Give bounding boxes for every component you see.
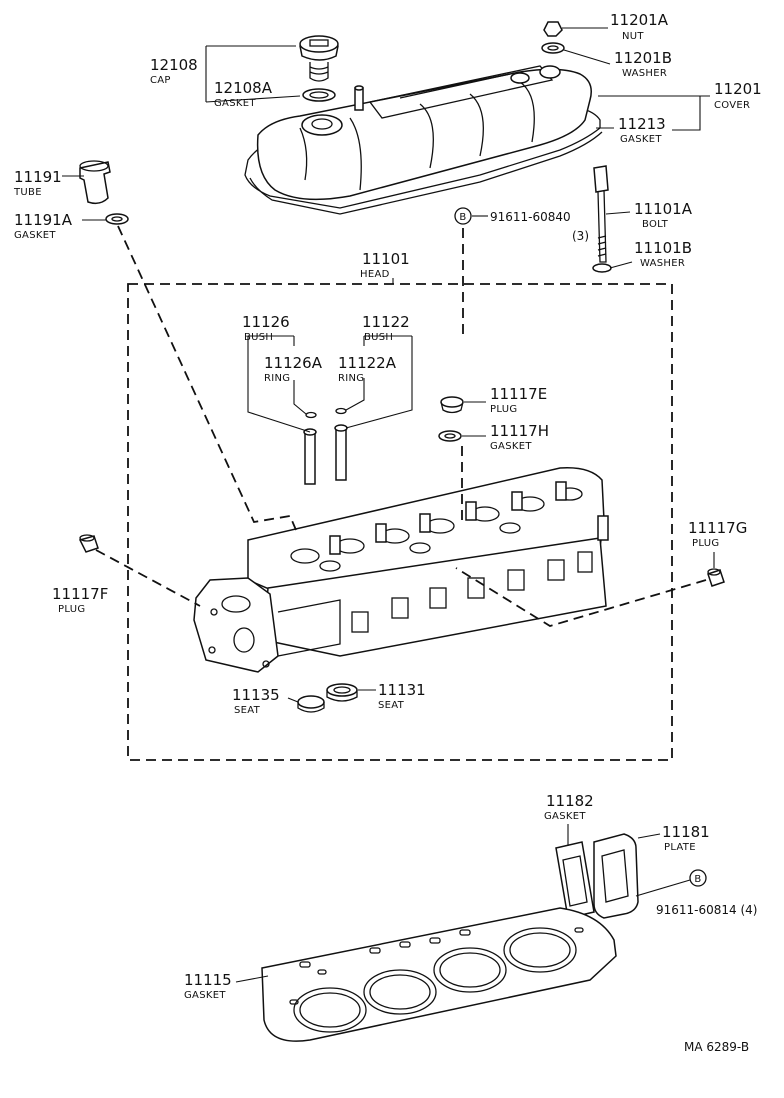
part-label-gasket-12108A: GASKET [214,98,256,109]
part-number-11117H: 11117H [490,422,549,440]
part-number-11117G: 11117G [688,519,747,537]
part-label-bush-11126: BUSH [244,332,273,343]
head-boundary-box [127,278,673,761]
callout-b-upper: B [454,207,472,225]
part-number-11101: 11101 [362,250,410,268]
head-gasket-11115-drawing [261,907,617,1042]
part-number-11191: 11191 [14,168,62,186]
part-label-gasket-11213: GASKET [620,134,662,145]
part-qty-11101A: (3) [572,229,589,243]
part-label-gasket-11117H: GASKET [490,441,532,452]
bush-11122-drawing [334,424,348,481]
part-number-11181: 11181 [662,823,710,841]
ring-11126A-drawing [305,411,317,419]
part-label-washer: WASHER [622,68,667,79]
gasket-12108A-drawing [302,88,336,102]
tube-11191-drawing [79,160,111,205]
plug-11117F-drawing [78,534,99,553]
part-label-gasket-11191A: GASKET [14,230,56,241]
part-number-11122A: 11122A [338,354,397,372]
part-number-11115: 11115 [184,971,232,989]
part-number-11201: 11201 [714,80,762,98]
plug-11117E-drawing [440,396,464,414]
bush-11126-drawing [303,428,317,485]
part-number-12108A: 12108A [214,79,273,97]
part-number-11126A: 11126A [264,354,323,372]
washer-11201B-drawing [541,42,565,54]
part-label-seat-11131: SEAT [378,700,405,711]
part-number-11182: 11182 [546,792,594,810]
ring-11122A-drawing [335,407,347,415]
valve-cover-drawing [244,65,603,215]
part-label-washer-11101B: WASHER [640,258,685,269]
part-label-head: HEAD [360,269,390,280]
bolt-11101A-drawing [593,165,609,263]
part-number-91611-60814: 91611-60814 (4) [656,903,758,917]
part-label-tube: TUBE [13,187,42,198]
callout-b-lower: B [689,869,707,887]
part-label-plate: PLATE [664,842,696,853]
part-number-11122: 11122 [362,313,410,331]
part-number-11101A: 11101A [634,200,693,218]
part-label-gasket-11182: GASKET [544,811,586,822]
gasket-11182-drawing [555,841,595,919]
part-label-ring-11122A: RING [338,373,364,384]
part-number-12108: 12108 [150,56,198,74]
part-label-bush-11122: BUSH [364,332,393,343]
part-label-nut: NUT [622,31,644,42]
part-label-gasket-11115: GASKET [184,990,226,1001]
part-number-11131: 11131 [378,681,426,699]
seat-11131-drawing [326,683,358,702]
part-number-11201B: 11201B [614,49,672,67]
part-number-11135: 11135 [232,686,280,704]
part-label-plug-11117G: PLUG [692,538,719,549]
cylinder-head-drawing [193,467,609,673]
plug-11117G-drawing [707,568,725,587]
part-label-cover: COVER [714,100,750,111]
diagram-code: MA 6289-B [684,1040,749,1054]
part-label-ring-11126A: RING [264,373,290,384]
part-number-11213: 11213 [618,115,666,133]
svg-text:B: B [459,212,466,223]
gasket-11191A-drawing [105,213,129,225]
part-label-bolt: BOLT [642,219,669,230]
part-label-seat-11135: SEAT [234,705,261,716]
seat-11135-drawing [297,695,325,713]
part-label-plug-11117E: PLUG [490,404,517,415]
svg-text:B: B [694,874,701,885]
part-number-11126: 11126 [242,313,290,331]
nut-11201A-drawing [543,21,563,37]
part-number-11117F: 11117F [52,585,108,603]
gasket-11117H-drawing [438,430,462,442]
part-number-11191A: 11191A [14,211,73,229]
dashed-location-lines [95,225,707,627]
washer-11101B-drawing [592,263,612,273]
part-number-11117E: 11117E [490,385,547,403]
part-number-11101B: 11101B [634,239,692,257]
part-number-11201A: 11201A [610,11,669,29]
leader-lines [62,27,715,983]
part-number-91611-60840: 91611-60840 [490,210,571,224]
cap-12108-drawing [299,35,339,82]
part-labels: 11201A NUT 11201B WASHER 11201 COVER 112… [13,11,762,1054]
part-label-cap: CAP [150,75,171,86]
plate-11181-drawing [593,833,639,919]
part-label-plug-11117F: PLUG [58,604,85,615]
